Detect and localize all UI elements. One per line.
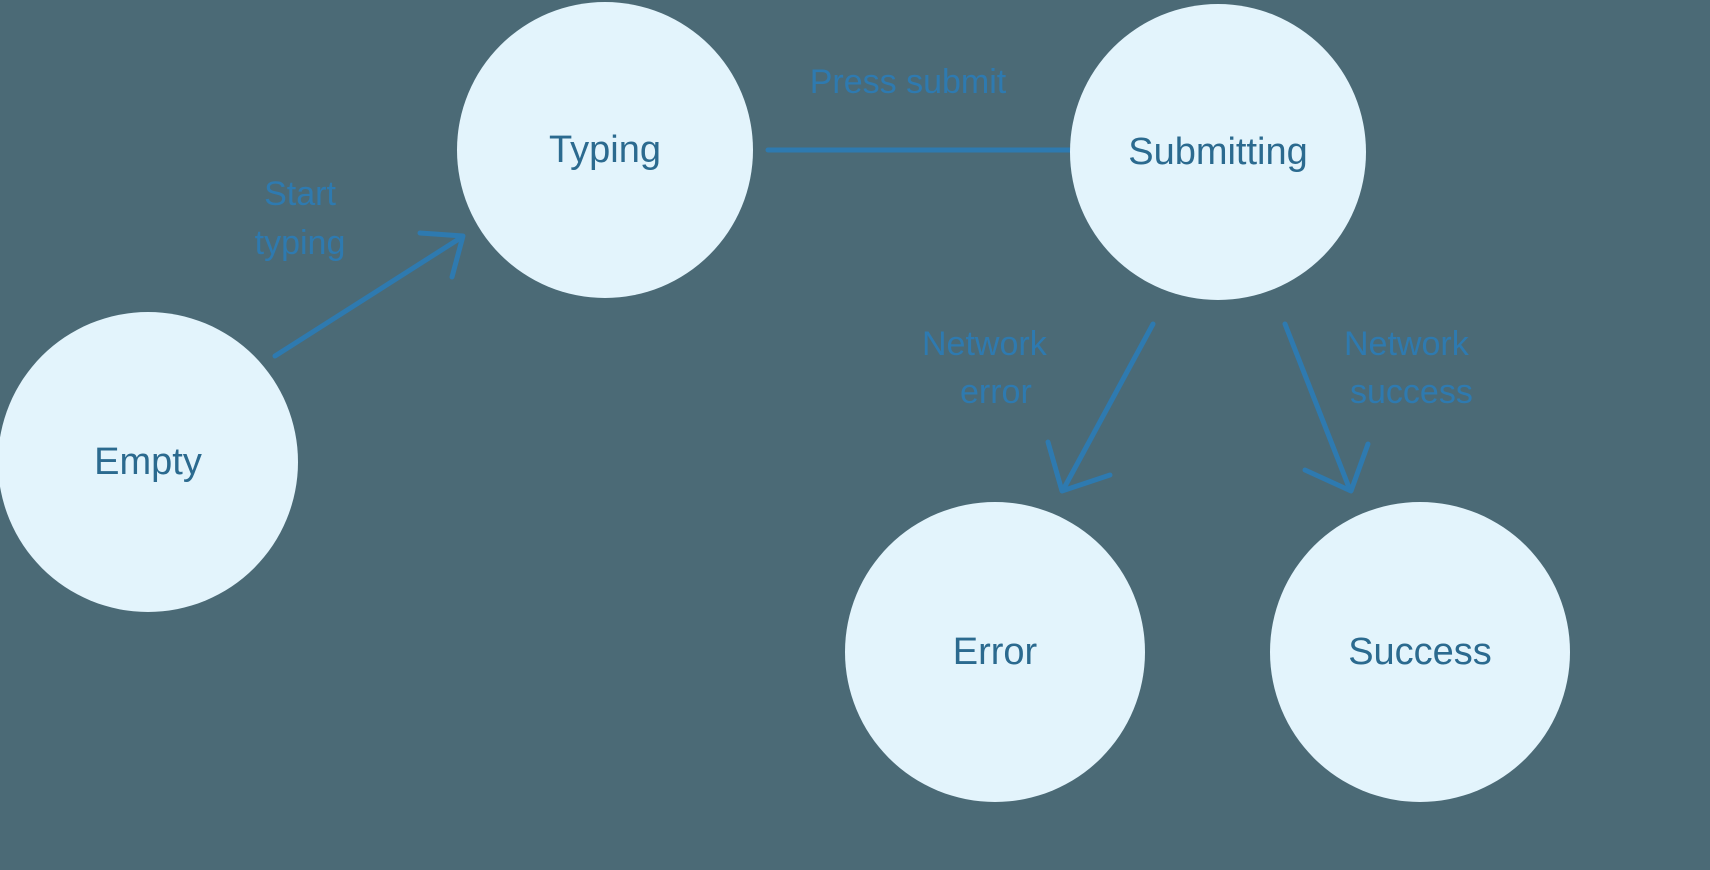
- edge-label-press-submit-line1: Press submit: [810, 63, 1007, 101]
- edge-submitting-to-success-arrowhead: [1302, 441, 1371, 494]
- state-node-empty-label: Empty: [94, 441, 202, 483]
- edge-submitting-to-error-line: [1060, 321, 1156, 493]
- edge-label-network-success-line1: Network: [1344, 325, 1470, 363]
- state-node-error-circle[interactable]: [845, 502, 1145, 802]
- edge-label-network-error: Network error: [922, 325, 1048, 411]
- state-node-submitting-label: Submitting: [1128, 131, 1308, 173]
- state-node-typing-label: Typing: [549, 129, 661, 171]
- edge-empty-to-typing: [272, 230, 466, 359]
- edge-submitting-to-success: [1282, 321, 1371, 494]
- state-node-success-label: Success: [1348, 631, 1492, 673]
- state-node-submitting[interactable]: Submitting: [1070, 4, 1366, 300]
- edge-label-start-typing-line2: typing: [255, 224, 346, 262]
- edge-empty-to-typing-arrowhead: [417, 230, 466, 280]
- state-node-empty-circle[interactable]: [0, 312, 298, 612]
- edge-label-press-submit: Press submit: [810, 63, 1007, 101]
- edge-empty-to-typing-line: [272, 234, 465, 359]
- edge-submitting-to-error: [1045, 321, 1156, 494]
- state-node-empty[interactable]: Empty: [0, 312, 298, 612]
- state-node-success-circle[interactable]: [1270, 502, 1570, 802]
- edge-label-start-typing-line1: Start: [264, 175, 336, 213]
- state-node-error-label: Error: [953, 631, 1038, 673]
- edge-label-network-success-line2: success: [1350, 373, 1473, 411]
- state-node-submitting-circle[interactable]: [1070, 4, 1366, 300]
- edge-label-start-typing: Start typing: [255, 175, 346, 262]
- edge-submitting-to-error-arrowhead: [1045, 439, 1113, 494]
- state-node-error[interactable]: Error: [845, 502, 1145, 802]
- edge-submitting-to-success-line: [1282, 321, 1353, 493]
- state-node-typing[interactable]: Typing: [457, 2, 753, 298]
- state-node-success[interactable]: Success: [1270, 502, 1570, 802]
- edge-label-network-success: Network success: [1344, 325, 1473, 411]
- edge-label-network-error-line2: error: [960, 373, 1032, 411]
- edge-label-network-error-line1: Network: [922, 325, 1048, 363]
- state-node-typing-circle[interactable]: [457, 2, 753, 298]
